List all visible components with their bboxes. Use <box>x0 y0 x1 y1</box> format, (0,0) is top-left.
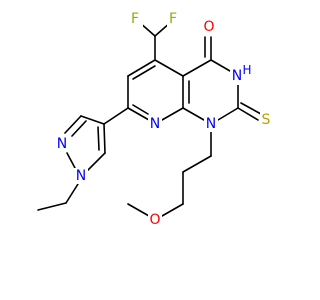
n1-nitrogen-label: N <box>206 116 216 132</box>
sulfur-label: S <box>262 112 271 128</box>
bond-c2-n1 <box>217 107 239 121</box>
fluorine-label-2: F <box>169 11 177 27</box>
bond-c4-n3 <box>210 59 231 72</box>
methoxy-oxygen-label: O <box>149 212 160 228</box>
nh-nitrogen-label: N <box>232 68 242 84</box>
bond-n8-c7 <box>127 107 150 121</box>
bond-c6-c5-double <box>132 65 156 80</box>
pyrazole-n1-label: N <box>76 168 86 184</box>
carbonyl-oxygen-label: O <box>203 19 214 35</box>
bond-o-ch3 <box>127 203 150 217</box>
bond-c5p-c4p <box>103 123 106 154</box>
fluorine-label-1: F <box>131 11 139 27</box>
bond-ch2-ch3 <box>37 202 67 211</box>
bond-c5p-c4p-double <box>97 126 100 151</box>
structure-svg: F F O N H S N N N N O <box>37 11 274 228</box>
molecule-diagram: F F O N H S N N N N O <box>37 11 274 228</box>
bond-n1p-c5p <box>86 152 106 172</box>
bonds <box>37 21 262 217</box>
bond-c4a-c4 <box>182 59 212 77</box>
atom-labels: F F O N H S N N N N O <box>55 11 274 228</box>
bond-c2-s-double <box>240 102 262 115</box>
bond-n1-c8a <box>182 107 205 121</box>
pyridine-nitrogen-label: N <box>150 116 160 132</box>
bond-c3p-n2p-double <box>71 120 87 137</box>
bond-n1p-ch2 <box>65 183 79 204</box>
bond-c5-c4a <box>154 59 184 77</box>
pyrazole-n2-label: N <box>57 136 67 152</box>
bond-c7-pyrazole <box>103 107 129 125</box>
bond-c8a-n8 <box>161 107 184 121</box>
bond-ch2-ch2 <box>182 155 212 173</box>
bond-c3p-n2p <box>64 115 82 134</box>
nh-hydrogen-label: H <box>242 63 251 77</box>
bond-c2-s <box>237 107 259 121</box>
bond-c4p-c3p <box>80 115 105 125</box>
bond-n8-c7-double <box>132 104 149 115</box>
bond-ch2-o <box>161 203 184 217</box>
bond-n2p-n1p <box>66 152 76 169</box>
bond-c6-c5 <box>127 59 156 77</box>
